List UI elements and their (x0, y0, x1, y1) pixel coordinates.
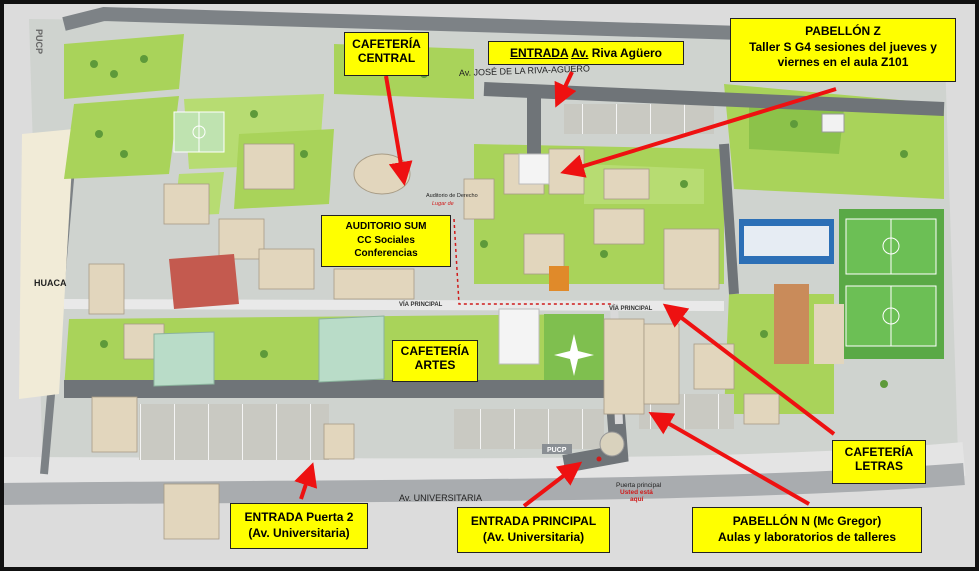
huaca-area (19, 129, 74, 399)
gate-sign: PUCP (547, 447, 567, 454)
callout-cafeteria-central: CAFETERÍA CENTRAL (344, 32, 429, 76)
top-road (62, 6, 945, 46)
arrows (294, 71, 837, 508)
callout-entrada-principal: ENTRADA PRINCIPAL (Av. Universitaria) (457, 507, 610, 553)
parking-lot (139, 404, 329, 460)
callout-cafeteria-artes: CAFETERÍA ARTES (392, 340, 478, 382)
street-label-riva-aguero: Av. JOSÉ DE LA RIVA-AGÜERO (459, 63, 590, 78)
compass-star (554, 334, 594, 376)
usted-esta-label: Usted está (620, 489, 653, 496)
callout-auditorio-sum: AUDITORIO SUM CC Sociales Conferencias (321, 215, 451, 267)
callout-pabellon-n: PABELLÓN N (Mc Gregor) Aulas y laborator… (692, 507, 922, 553)
huaca-label: HUACA (34, 278, 67, 288)
callout-pabellon-z: PABELLÓN Z Taller S G4 sesiones del juev… (730, 18, 956, 82)
callout-entrada-puerta2: ENTRADA Puerta 2 (Av. Universitaria) (230, 503, 368, 549)
pucp-logo: PUCP (34, 29, 44, 54)
map-canvas: HUACA (4, 4, 975, 567)
arrow-entrada-riva (554, 71, 577, 108)
mint-building (318, 315, 385, 383)
arrow-entrada-principal (522, 461, 583, 508)
arrow-cafeteria-letras (662, 303, 836, 436)
puerta-principal-label: Puerta principal (616, 482, 662, 489)
arrow-pabellon-z (560, 87, 837, 178)
arrow-puerta2 (294, 462, 318, 500)
lugar-de-label: Lugar de (432, 201, 454, 207)
pabellon-building-right (774, 284, 809, 364)
callout-entrada-riva-aguero: ENTRADA Av. Riva Agüero (488, 41, 684, 65)
aqui-label: aquí (630, 496, 644, 503)
red-building (169, 254, 239, 309)
arrow-cafeteria-central (384, 75, 413, 186)
callout-cafeteria-letras: CAFETERÍA LETRAS (832, 440, 926, 484)
via-principal-label-1: VÍA PRINCIPAL (399, 300, 443, 308)
you-are-here-dot (596, 456, 602, 462)
via-principal-label-2: VÍA PRINCIPAL (609, 304, 653, 312)
route-dashed (453, 218, 614, 305)
arrow-pabellon-n (648, 412, 810, 506)
street-label-universitaria: Av. UNIVERSITARIA (399, 493, 482, 503)
auditorio-derecho-label: Auditorio de Derecho (426, 193, 478, 199)
